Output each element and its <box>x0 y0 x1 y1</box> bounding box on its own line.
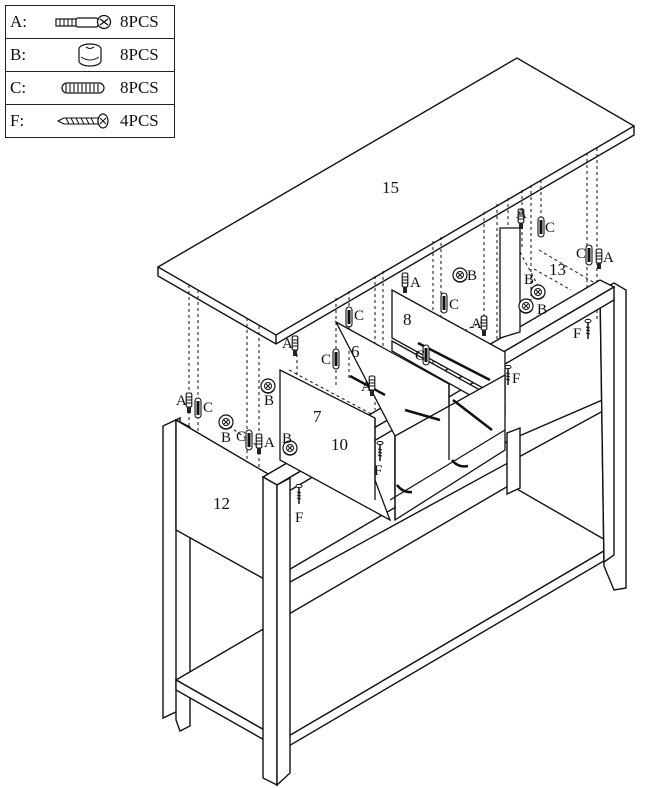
panel-label-top: 15 <box>382 178 399 197</box>
svg-text:B: B <box>467 268 477 284</box>
part-code: A: <box>10 12 27 31</box>
hardware-callouts: A C B C A B F A B C C A F A B C C A F A … <box>176 206 614 526</box>
wood-dowel-icon <box>46 71 120 105</box>
hardware-parts-table: A: 8PCS B: 8PCS C: <box>5 5 175 138</box>
svg-text:C: C <box>354 308 364 324</box>
panel-label-divider-6: 6 <box>351 342 360 361</box>
svg-text:F: F <box>374 463 382 479</box>
svg-text:A: A <box>282 336 293 352</box>
part-quantity: 8PCS <box>120 38 175 72</box>
panel-label-divider-8: 8 <box>403 310 412 329</box>
parts-row: A: 8PCS <box>6 6 175 39</box>
svg-text:B: B <box>264 393 274 409</box>
svg-text:A: A <box>516 206 527 222</box>
svg-text:F: F <box>295 510 303 526</box>
panel-label-right-side: 13 <box>549 260 566 279</box>
svg-text:A: A <box>361 379 372 395</box>
svg-text:C: C <box>236 429 246 445</box>
panel-label-divider-7: 7 <box>313 407 322 426</box>
panel-label-left-side: 12 <box>213 494 230 513</box>
screw-icon <box>46 104 120 138</box>
part-quantity: 4PCS <box>120 104 175 138</box>
svg-text:C: C <box>545 220 555 236</box>
parts-row: B: 8PCS <box>5 38 175 72</box>
svg-text:A: A <box>176 393 187 409</box>
svg-text:A: A <box>603 250 614 266</box>
panel-numbers: 15 12 7 10 6 8 13 <box>213 178 566 513</box>
parts-row: C: 8PCS <box>5 71 175 105</box>
part-code: F: <box>5 104 46 138</box>
wine-rack <box>279 227 521 522</box>
svg-text:C: C <box>203 400 213 416</box>
svg-text:C: C <box>449 297 459 313</box>
assembly-guide-lines <box>188 148 599 470</box>
svg-text:F: F <box>512 371 520 387</box>
panel-label-rail-10: 10 <box>331 435 348 454</box>
svg-text:B: B <box>537 302 547 318</box>
part-code: C: <box>5 71 46 105</box>
svg-text:C: C <box>576 246 586 262</box>
cam-bolt-icon <box>46 6 120 39</box>
svg-text:A: A <box>410 275 421 291</box>
svg-text:A: A <box>264 435 275 451</box>
svg-text:F: F <box>573 326 581 342</box>
svg-text:B: B <box>282 431 292 447</box>
part-quantity: 8PCS <box>120 71 175 105</box>
svg-text:C: C <box>321 352 331 368</box>
cam-lock-icon <box>46 38 120 72</box>
svg-text:B: B <box>221 430 231 446</box>
svg-text:A: A <box>471 316 482 332</box>
svg-text:C: C <box>415 348 425 364</box>
parts-row: F: 4PCS <box>5 104 175 138</box>
part-code: B: <box>5 38 46 72</box>
part-quantity: 8PCS <box>120 12 159 31</box>
svg-text:B: B <box>524 272 534 288</box>
